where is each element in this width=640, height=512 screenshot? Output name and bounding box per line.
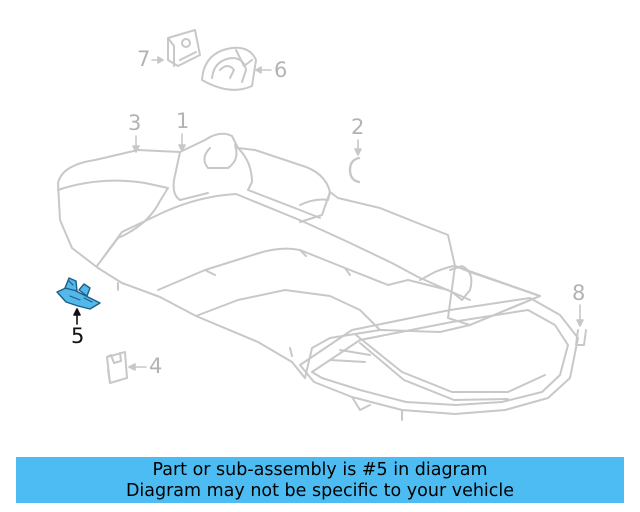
callout-3[interactable]: 3 [128,111,142,135]
callout-8[interactable]: 8 [572,281,586,305]
banner-line-disclaimer: Diagram may not be specific to your vehi… [125,480,515,501]
banner-line-part: Part or sub-assembly is #5 in diagram [152,460,488,480]
info-banner: Part or sub-assembly is #5 in diagram Di… [16,457,624,503]
part-7-clip [167,29,201,67]
part-4-cap [106,351,128,384]
seat-frame-wire [299,297,587,421]
callout-7[interactable]: 7 [137,47,151,71]
callout-6[interactable]: 6 [274,58,288,82]
part-2-clip [348,156,361,184]
seat-cushion-parts-diagram [56,29,587,421]
seat-cushion [57,132,541,379]
callout-5-leader [73,308,81,325]
callout-leaders [128,56,584,371]
seat-pad [447,265,541,326]
part-6-cover [201,46,257,91]
callout-5[interactable]: 5 [71,324,85,348]
callout-1[interactable]: 1 [176,109,190,133]
callout-4[interactable]: 4 [149,354,163,378]
part-5-bracket[interactable] [56,277,101,310]
callout-2[interactable]: 2 [351,115,365,139]
